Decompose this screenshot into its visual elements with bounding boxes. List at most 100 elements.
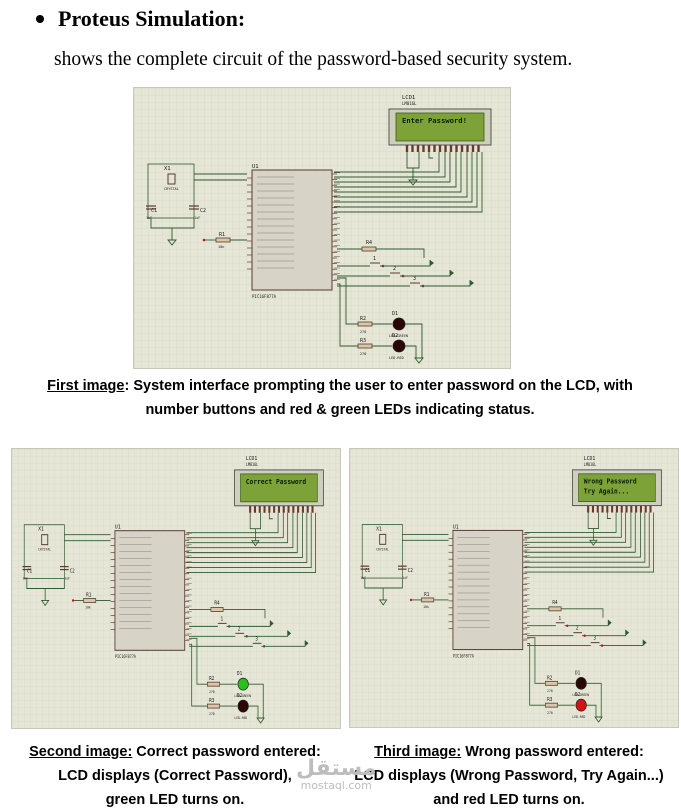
lcd-pin <box>591 505 594 513</box>
lcd-pin <box>422 145 425 152</box>
lcd-pin <box>287 505 290 513</box>
lcd-data-wire <box>334 152 483 213</box>
led-resistor-label-red: R3 <box>547 697 552 703</box>
led-green-icon <box>392 317 406 331</box>
led-ground-wire <box>586 682 602 718</box>
vcc-arrow-icon <box>287 630 292 637</box>
lcd-pin <box>292 505 295 513</box>
lcd-model-label: LM016L <box>246 463 259 467</box>
lcd-pin <box>466 145 469 152</box>
crystal-body <box>167 173 176 185</box>
osc-frame <box>23 524 65 579</box>
led-ref-label-red: D2 <box>237 693 242 699</box>
c1-value-label: 1uF <box>22 576 28 580</box>
led-resistor-value-red: 270 <box>360 352 366 356</box>
lcd-pin <box>297 505 300 513</box>
lcd-data-wire <box>334 152 457 188</box>
cap-ground-wire <box>26 578 65 589</box>
lcd-pin <box>587 505 590 513</box>
caption-second: Second image: Correct password entered: … <box>10 740 340 812</box>
lcd-data-wire <box>524 512 617 533</box>
mcu-chip <box>251 169 333 291</box>
led-red-icon <box>575 698 587 712</box>
lcd-data-wire <box>524 512 641 558</box>
button-1-label: 1 <box>373 256 376 262</box>
vcc-arrow-icon <box>625 629 630 636</box>
button-3-label: 3 <box>255 636 258 642</box>
lcd-data-wire <box>334 152 462 193</box>
led-ref-label-red: D2 <box>575 692 580 698</box>
button-wire <box>582 629 627 637</box>
r4-resistor <box>548 606 562 612</box>
ground-icon <box>167 239 177 246</box>
r1-resistor <box>215 237 231 243</box>
r1-label: R1 <box>219 232 225 238</box>
caption-third-label: Third image: <box>374 744 462 760</box>
vcc-arrow-icon <box>608 619 612 626</box>
lcd-pin <box>438 145 442 152</box>
vcc-arrow-icon <box>270 620 274 627</box>
r4-label: R4 <box>366 240 372 246</box>
lcd-pin <box>449 145 453 152</box>
led-resistor-red <box>207 703 220 709</box>
led-resistor-green <box>207 681 220 687</box>
caption-second-line3: green LED turns on. <box>105 792 245 808</box>
caption-second-line1: Correct password entered: <box>132 744 321 760</box>
led-wire <box>189 637 208 685</box>
r1-label: R1 <box>424 592 429 598</box>
lcd-pin <box>301 505 304 513</box>
led-wire <box>527 637 546 684</box>
lcd-pin <box>460 145 464 152</box>
c1-label: C1 <box>365 568 370 574</box>
section-heading: Proteus Simulation: <box>36 6 245 32</box>
lcd-model-label: LM016L <box>402 101 417 106</box>
lcd-data-wire <box>186 512 298 554</box>
led-resistor-value-green: 270 <box>360 330 366 334</box>
lcd-pin <box>615 505 618 513</box>
probe-dot <box>202 238 206 242</box>
mcu-ref-label: U1 <box>115 524 121 530</box>
r1-label: R1 <box>86 592 91 598</box>
button-2-label: 2 <box>238 626 241 632</box>
c1-label: C1 <box>27 568 32 574</box>
lcd-pin <box>249 505 252 513</box>
lcd-data-wire <box>186 512 312 569</box>
c1-label: C1 <box>151 208 157 214</box>
caption-first-line2: number buttons and red & green LEDs indi… <box>145 402 535 418</box>
crystal-ref-label: X1 <box>164 166 171 172</box>
probe-dot <box>409 598 413 602</box>
r4-wire <box>223 608 266 619</box>
heading-text: Proteus Simulation: <box>58 6 246 31</box>
probe-dot <box>71 599 75 602</box>
lcd-pin <box>277 505 280 513</box>
lcd-pin <box>639 505 642 513</box>
led-ground-wire <box>248 683 264 719</box>
ground-icon <box>40 600 50 607</box>
lcd-data-wire <box>334 152 478 208</box>
lcd-pin <box>601 505 604 513</box>
lcd-pin <box>649 505 652 513</box>
lcd-data-wire <box>524 512 646 563</box>
c2-label: C2 <box>70 568 75 574</box>
lcd-pin <box>635 505 638 513</box>
led-wire <box>527 643 546 706</box>
led-resistor-green <box>357 321 373 327</box>
vcc-arrow-icon <box>470 280 474 286</box>
led-resistor-value-red: 270 <box>547 711 553 715</box>
osc-frame <box>361 524 403 579</box>
crystal-body <box>41 534 49 546</box>
lcd-data-wire <box>186 512 316 574</box>
led-ground-wire <box>248 705 259 719</box>
led-ref-label-green: D1 <box>575 670 580 676</box>
lcd-screen <box>395 112 485 142</box>
lcd-pin <box>625 505 628 513</box>
led-resistor-red <box>357 343 373 349</box>
vcc-arrow-icon <box>305 640 309 647</box>
lcd-ref-label: LCD1 <box>246 456 258 462</box>
button-3-label: 3 <box>413 276 416 282</box>
r1-value-label: 10k <box>218 245 225 249</box>
